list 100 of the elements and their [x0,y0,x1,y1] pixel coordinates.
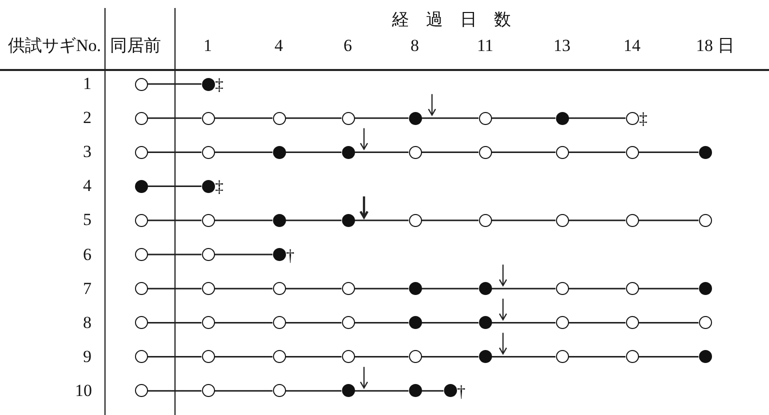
connector-line [638,322,698,324]
open-circle [272,316,286,330]
connector-line [492,117,556,119]
column-header: 18 日 [696,36,734,56]
connector-line [214,356,272,358]
open-circle [134,350,148,364]
connector-line [214,254,272,256]
row-number: 6 [83,244,92,264]
open-circle [626,316,638,330]
connector-line [492,356,556,358]
open-circle [202,316,214,330]
row-number: 9 [83,346,92,367]
filled-dot [556,112,568,125]
connector-line [492,288,556,290]
filled-dot [478,282,492,296]
open-circle [134,214,148,227]
connector-line [286,151,342,153]
open-circle [134,248,148,261]
open-circle [134,282,148,296]
connector-line [214,322,272,324]
connector-line [354,220,408,222]
filled-dot [342,214,354,227]
open-circle [626,350,638,364]
connector-line [148,220,202,222]
open-circle [408,146,422,159]
connector-line [422,288,478,290]
open-circle [556,282,568,296]
column-header: 1 [204,36,212,56]
connector-line [286,390,342,392]
connector-line [214,390,272,392]
open-circle [134,384,148,398]
open-circle [272,350,286,364]
connector-line [148,186,202,188]
connector-line [492,151,556,153]
filled-dot [444,384,456,398]
open-circle [626,146,638,159]
column-header: 13 [554,36,570,56]
open-circle [342,316,354,330]
open-circle [134,112,148,125]
row-number: 10 [75,380,92,401]
connector-line [638,220,698,222]
dagger-mark: † [286,246,294,264]
filled-dot [202,180,214,193]
row-number: 3 [83,142,92,162]
connector-line [354,288,408,290]
connector-line [286,356,342,358]
connector-line [638,356,698,358]
connector-line [354,356,408,358]
open-circle [202,112,214,125]
open-circle [698,316,712,330]
filled-dot [272,214,286,227]
dagger-mark: † [457,382,466,401]
row-number: 5 [83,210,92,230]
open-circle [202,282,214,296]
row-number: 8 [83,312,92,333]
open-circle [556,214,568,227]
connector-line [148,288,202,290]
connector-line [286,322,342,324]
filled-dot [134,180,148,193]
column-header: 同居前 [110,36,161,56]
filled-dot [408,282,422,296]
open-circle [408,350,422,364]
connector-line [148,322,202,324]
open-circle [134,78,148,90]
connector-line [492,322,556,324]
open-circle [202,248,214,261]
connector-line [214,151,272,153]
row-number: 1 [83,74,92,94]
filled-dot [408,316,422,330]
connector-line [354,117,408,119]
connector-line [286,288,342,290]
open-circle [556,146,568,159]
open-circle [272,282,286,296]
connector-line [638,151,698,153]
connector-line [568,356,626,358]
row-number: 2 [83,108,92,128]
connector-line [568,322,626,324]
open-circle [134,146,148,159]
connector-line [422,117,478,119]
connector-line [214,117,272,119]
open-circle [478,214,492,227]
filled-dot [478,316,492,330]
column-group-header: 経過日数 [392,10,528,30]
open-circle [626,112,638,125]
connector-line [568,117,626,119]
open-circle [202,214,214,227]
column-header: 14 [624,36,640,56]
connector-line [568,288,626,290]
filled-dot [202,78,214,90]
open-circle [342,282,354,296]
connector-line [422,356,478,358]
open-circle [478,146,492,159]
connector-line [148,390,202,392]
open-circle [408,214,422,227]
connector-line [638,288,698,290]
filled-dot [698,350,712,364]
connector-line [568,220,626,222]
filled-dot [698,146,712,159]
open-circle [272,384,286,398]
open-circle [478,112,492,125]
